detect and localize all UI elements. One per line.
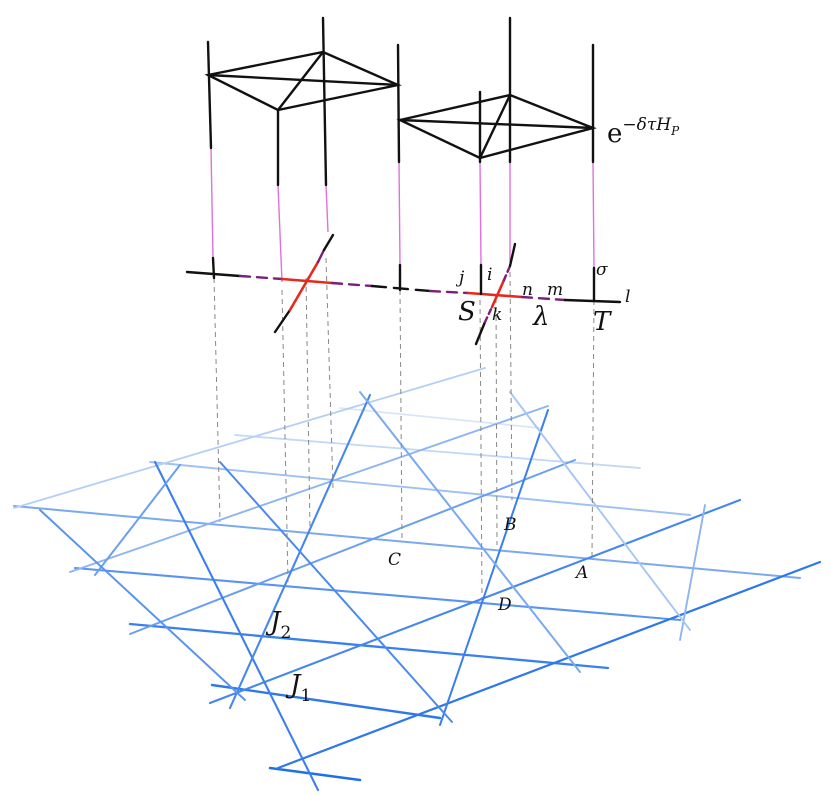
lattice-diag-b5 (679, 504, 706, 641)
octahedron-edge (478, 93, 512, 160)
projection-line (399, 289, 403, 541)
label-n: n (522, 280, 533, 300)
bond-dashed (483, 305, 494, 324)
lattice-row-6 (149, 461, 691, 516)
worldline (398, 161, 401, 266)
bond-highlight (490, 278, 506, 309)
bond-solid (273, 308, 292, 334)
bond-dashed (428, 289, 470, 295)
octahedron-edge (206, 73, 400, 87)
projection-line (281, 289, 289, 583)
projection-line (509, 271, 513, 501)
projection-lines (213, 257, 595, 599)
lattice-diag-a2 (208, 498, 742, 705)
projection-line (325, 257, 334, 489)
bond-solid (474, 320, 487, 346)
bond-dashed (502, 264, 512, 282)
bond-dashed (330, 281, 374, 288)
projection-line (479, 299, 483, 599)
labels: e−δτHP σ j i n m l S k λ T B C A D J2 J1 (265, 115, 680, 706)
label-i: i (487, 265, 492, 285)
label-D: D (497, 595, 512, 615)
worldlines (210, 147, 595, 283)
worldline (592, 161, 595, 269)
lattice-row-7 (234, 434, 641, 469)
lattice-diag-c3 (509, 391, 691, 631)
label-C: C (388, 550, 401, 570)
vertical-bar (396, 43, 401, 164)
operator-label: e−δτHP (607, 115, 680, 149)
lattice-diag-a5 (13, 367, 486, 509)
lattice-diag-c1 (219, 461, 453, 723)
lattice-diag-c4 (39, 509, 246, 701)
time-slice (185, 233, 622, 346)
worldline (277, 184, 283, 283)
bond-dashed (316, 248, 326, 264)
worldline (325, 184, 329, 233)
lattice-diag-b3 (94, 464, 181, 576)
label-J1: J1 (285, 670, 311, 706)
lattice-row-2 (210, 683, 442, 720)
label-J2: J2 (265, 607, 291, 643)
lattice-row-8 (339, 407, 541, 429)
bond-highlight (466, 291, 524, 299)
label-sigma: σ (596, 260, 608, 280)
operator-cell-left (204, 16, 402, 187)
lattice-row-5 (13, 505, 801, 579)
octahedron-edge (276, 50, 325, 112)
label-l: l (625, 287, 630, 307)
worldline (479, 161, 482, 266)
lattice-row-3 (128, 622, 610, 670)
bond-highlight (288, 260, 320, 312)
projection-line (495, 297, 498, 546)
label-k: k (492, 305, 502, 325)
bond-solid (508, 242, 517, 268)
label-j: j (455, 268, 465, 288)
bond-dashed (520, 295, 567, 302)
projection-line (213, 277, 221, 523)
site-tick (211, 256, 216, 280)
lattice-row-4 (73, 566, 682, 622)
lattice-diag-b1 (153, 460, 320, 792)
worldline (210, 147, 214, 259)
label-S: S (458, 297, 476, 327)
vertical-bar (206, 40, 213, 150)
label-A: A (574, 563, 588, 583)
label-T: T (593, 307, 612, 337)
label-B: B (503, 515, 517, 535)
lattice-diag-a1 (276, 560, 822, 770)
operator-cell-right (396, 16, 597, 164)
projection-line (591, 299, 595, 557)
projection-line (305, 277, 311, 531)
label-m: m (547, 280, 563, 300)
lattice-row-1 (268, 766, 362, 782)
triangular-lattice (13, 367, 822, 792)
label-lambda: λ (532, 302, 549, 332)
bond-dashed (238, 274, 284, 281)
lattice-diag-c2 (359, 391, 581, 673)
bond-solid (322, 233, 335, 252)
lattice-diag-a3 (129, 459, 576, 635)
lattice-diag-b4 (439, 409, 549, 726)
bond-solid (563, 298, 622, 304)
